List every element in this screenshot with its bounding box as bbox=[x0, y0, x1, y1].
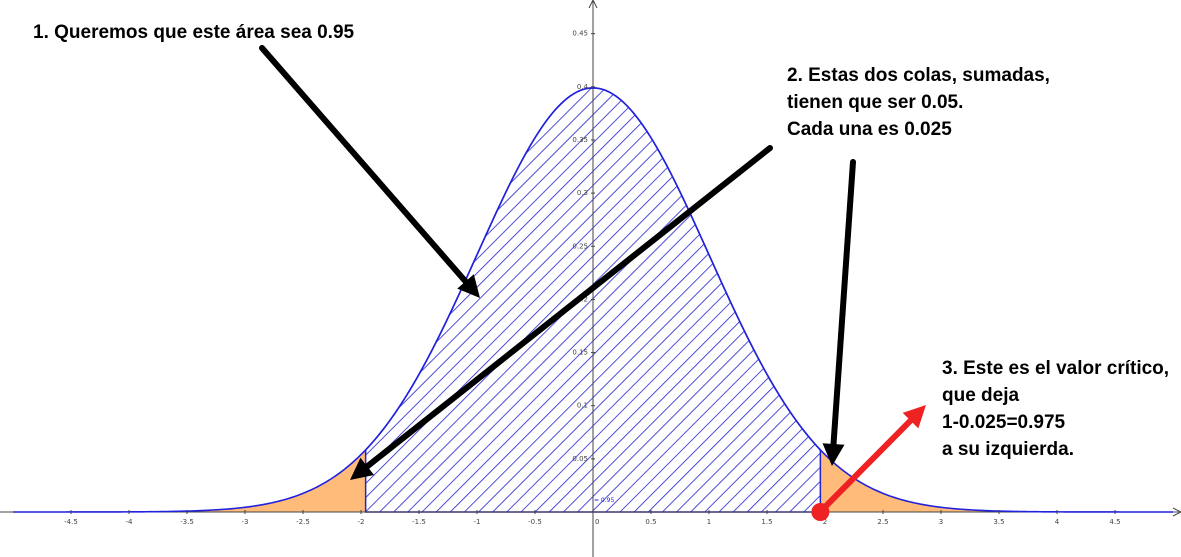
y-tick-label: 0.45 bbox=[572, 30, 588, 38]
arrow-to-left-tail-shaft bbox=[364, 145, 773, 470]
x-tick-label: 4 bbox=[1055, 518, 1060, 526]
annotation-critical-line-4: a su izquierda. bbox=[942, 439, 1074, 460]
tail-areas bbox=[13, 449, 1173, 512]
annotation-tails: 2. Estas dos colas, sumadas, tienen que … bbox=[787, 62, 1050, 143]
x-tick-label: -4.5 bbox=[64, 518, 78, 526]
arrow-to-right-tail-head bbox=[822, 443, 845, 466]
y-tick-label: 0.35 bbox=[572, 136, 588, 144]
x-tick-label: -3 bbox=[242, 518, 249, 526]
y-axis-arrowhead bbox=[588, 0, 598, 9]
x-axis-arrowhead bbox=[1172, 507, 1181, 517]
y-tick-label: 0.4 bbox=[577, 83, 589, 91]
arrow-to-center-area-head bbox=[457, 274, 480, 298]
annotation-tails-line-1: 2. Estas dos colas, sumadas, bbox=[787, 65, 1050, 86]
annotation-arrows bbox=[259, 45, 926, 521]
x-tick-label: 2 bbox=[823, 518, 827, 526]
arrow-to-left-tail-head bbox=[350, 457, 375, 480]
x-tick-label: 4.5 bbox=[1109, 518, 1120, 526]
density-curve-layer bbox=[13, 87, 1173, 513]
annotation-center-area: 1. Queremos que este área sea 0.95 bbox=[33, 19, 354, 46]
x-tick-label: -4 bbox=[126, 518, 134, 526]
x-tick-label: 1 bbox=[707, 518, 711, 526]
x-tick-label: 1.5 bbox=[761, 518, 772, 526]
arrow-to-center-area-shaft bbox=[259, 45, 469, 285]
arrow-to-right-tail-shaft bbox=[830, 159, 856, 448]
annotation-critical-value: 3. Este es el valor crítico, que deja 1-… bbox=[942, 355, 1169, 463]
density-curve bbox=[13, 87, 1173, 513]
right-tail-area bbox=[820, 449, 1173, 512]
y-tick-label: 0.25 bbox=[572, 242, 588, 250]
x-tick-label: -0.5 bbox=[528, 518, 542, 526]
x-tick-label: 3 bbox=[939, 518, 943, 526]
annotation-critical-line-3: 1-0.025=0.975 bbox=[942, 412, 1066, 433]
y-tick-label: 0.1 bbox=[577, 402, 588, 410]
annotation-tails-line-2: tienen que ser 0.05. bbox=[787, 92, 964, 113]
x-tick-label: -1.5 bbox=[412, 518, 426, 526]
x-tick-label: 2.5 bbox=[877, 518, 888, 526]
x-tick-label: -2 bbox=[358, 518, 365, 526]
annotation-center-area-text: 1. Queremos que este área sea 0.95 bbox=[33, 22, 355, 43]
y-tick-label: 0.3 bbox=[577, 189, 588, 197]
y-tick-label: 0.05 bbox=[572, 455, 588, 463]
arrow-critical-value-shaft bbox=[821, 417, 914, 511]
center-area-value-label: = 0.95 bbox=[594, 497, 614, 504]
x-tick-label: -2.5 bbox=[296, 518, 310, 526]
annotation-critical-line-2: que deja bbox=[942, 385, 1020, 406]
left-tail-area bbox=[13, 449, 366, 512]
x-tick-label: 0 bbox=[595, 518, 599, 526]
y-tick-label: 0.15 bbox=[572, 349, 588, 357]
critical-value-point bbox=[811, 503, 830, 521]
x-tick-label: 3.5 bbox=[993, 518, 1004, 526]
annotation-critical-line-1: 3. Este es el valor crítico, bbox=[942, 358, 1170, 379]
x-tick-label: -1 bbox=[474, 518, 481, 526]
x-tick-label: 0.5 bbox=[645, 518, 656, 526]
annotation-tails-line-3: Cada una es 0.025 bbox=[787, 119, 952, 140]
arrow-critical-value-head bbox=[902, 405, 926, 429]
x-tick-label: -3.5 bbox=[180, 518, 194, 526]
